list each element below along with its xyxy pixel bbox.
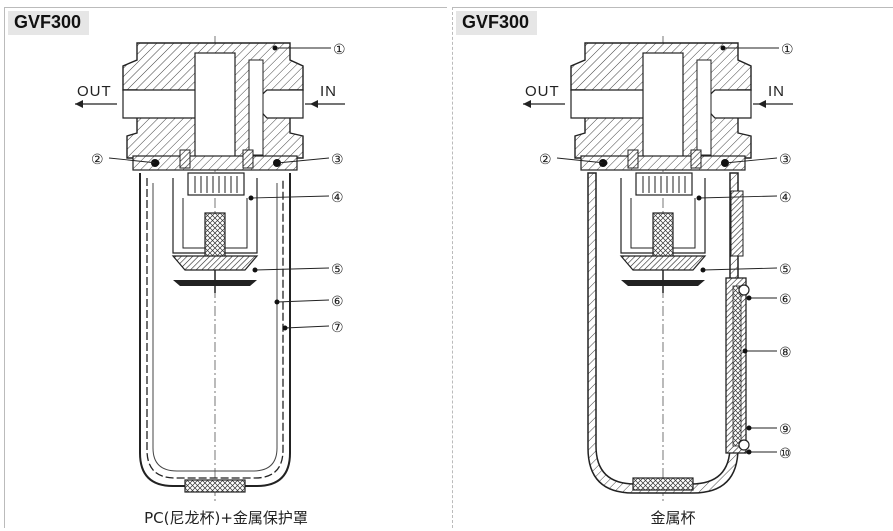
section-drawing-metal-bowl: OUT IN xyxy=(523,36,794,503)
callout-2: ② xyxy=(91,151,104,167)
out-label: OUT xyxy=(525,83,560,100)
metal-bowl xyxy=(587,172,739,494)
callout-4: ④ xyxy=(331,189,344,205)
callout-8: ⑧ xyxy=(779,344,792,360)
model-tag: GVF300 xyxy=(456,11,538,35)
callout-3: ③ xyxy=(331,151,344,167)
panel-metal-bowl: GVF300 OUT IN xyxy=(452,7,893,528)
callout-1: ① xyxy=(333,41,346,57)
callout-3: ③ xyxy=(779,151,792,167)
callout-7: ⑦ xyxy=(331,319,344,335)
in-label: IN xyxy=(768,83,785,100)
callout-6: ⑥ xyxy=(779,291,792,307)
out-label: OUT xyxy=(77,83,112,100)
caption: PC(尼龙杯)+金属保护罩 xyxy=(144,509,308,527)
callout-10: ⑩ xyxy=(779,445,792,461)
callout-5: ⑤ xyxy=(331,261,344,277)
callout-2: ② xyxy=(539,151,552,167)
callout-4: ④ xyxy=(779,189,792,205)
callout-6: ⑥ xyxy=(331,293,344,309)
panel-pc-bowl: GVF300 OUT IN xyxy=(4,7,447,528)
in-label: IN xyxy=(320,83,337,100)
model-tag: GVF300 xyxy=(8,11,90,35)
section-drawing-pc-bowl: OUT IN xyxy=(75,36,346,503)
caption: 金属杯 xyxy=(650,509,696,527)
callout-1: ① xyxy=(781,41,794,57)
callout-5: ⑤ xyxy=(779,261,792,277)
callout-9: ⑨ xyxy=(779,421,792,437)
